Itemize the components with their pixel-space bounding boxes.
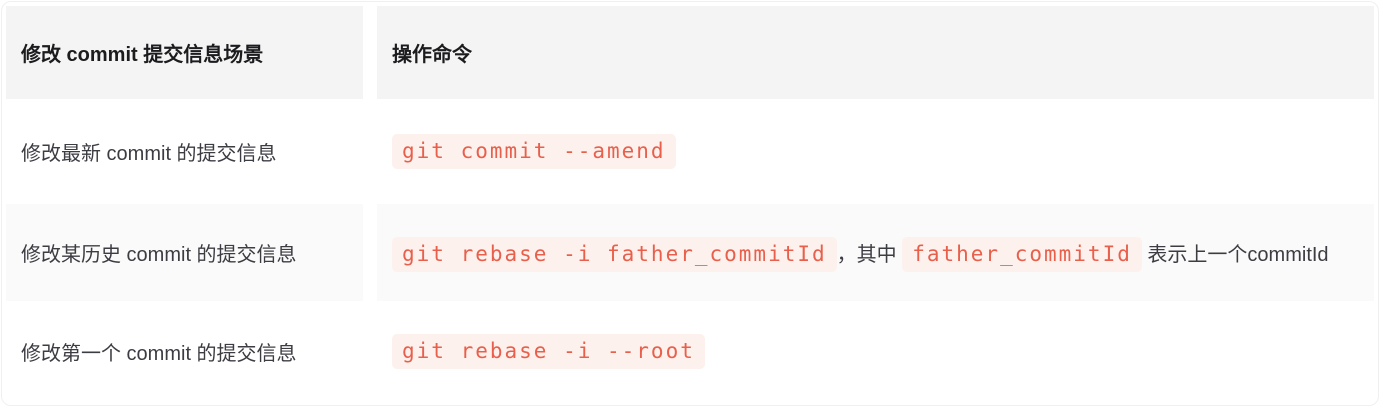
command-cell: git commit --amend xyxy=(377,99,1374,204)
table-row: 修改最新 commit 的提交信息 git commit --amend xyxy=(6,99,1374,204)
table-row: 修改第一个 commit 的提交信息 git rebase -i --root xyxy=(6,301,1374,401)
table-row: 修改某历史 commit 的提交信息 git rebase -i father_… xyxy=(6,204,1374,301)
commit-info-table-card: 修改 commit 提交信息场景 操作命令 修改最新 commit 的提交信息 … xyxy=(1,1,1379,406)
column-header-command: 操作命令 xyxy=(377,6,1374,99)
command-text: 表示上一个commitId xyxy=(1141,244,1329,266)
command-cell: git rebase -i --root xyxy=(377,301,1374,401)
inline-code: git commit --amend xyxy=(392,134,676,169)
command-cell: git rebase -i father_commitId，其中 father_… xyxy=(377,204,1374,301)
inline-code: father_commitId xyxy=(902,237,1142,272)
command-text: ，其中 xyxy=(836,244,903,266)
commit-commands-table: 修改 commit 提交信息场景 操作命令 修改最新 commit 的提交信息 … xyxy=(6,6,1374,401)
inline-code: git rebase -i father_commitId xyxy=(392,237,837,272)
scenario-cell: 修改某历史 commit 的提交信息 xyxy=(6,204,377,301)
column-header-scenario: 修改 commit 提交信息场景 xyxy=(6,6,377,99)
table-header-row: 修改 commit 提交信息场景 操作命令 xyxy=(6,6,1374,99)
inline-code: git rebase -i --root xyxy=(392,333,705,369)
scenario-cell: 修改最新 commit 的提交信息 xyxy=(6,99,377,204)
scenario-cell: 修改第一个 commit 的提交信息 xyxy=(6,301,377,401)
